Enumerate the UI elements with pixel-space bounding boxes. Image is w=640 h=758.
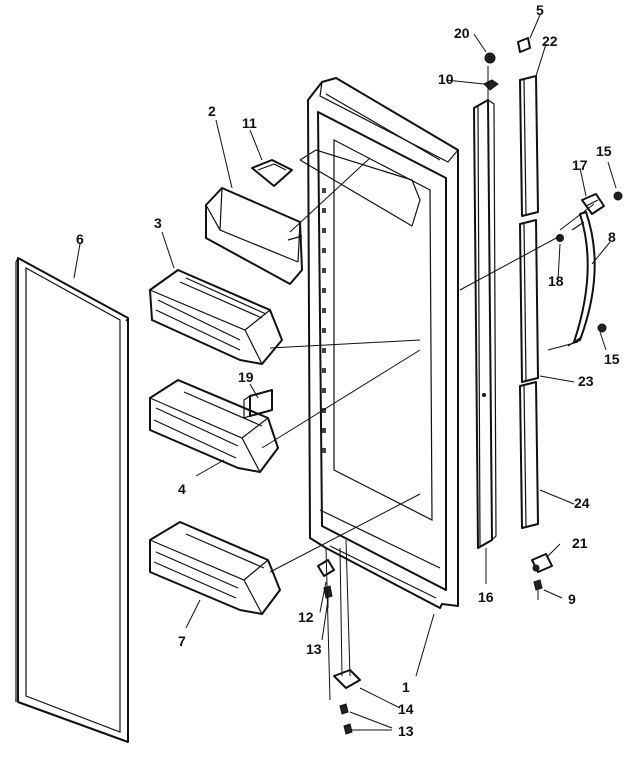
handle-trim-middle — [519, 219, 539, 383]
callout-10: 10 — [438, 71, 454, 87]
callout-13-lower: 13 — [398, 723, 414, 739]
handle-trim-bottom — [519, 381, 539, 529]
callout-17: 17 — [572, 157, 588, 173]
callout-7: 7 — [178, 633, 186, 649]
lower-hinge-screw-left — [339, 703, 349, 715]
handle-screw-18 — [556, 234, 564, 242]
shelf-rail-holes — [322, 188, 326, 453]
callout-2: 2 — [208, 103, 216, 119]
lower-hinge-screw-upper — [323, 585, 333, 608]
callout-1: 1 — [402, 679, 410, 695]
callout-9: 9 — [568, 591, 576, 607]
door-bin-middle — [149, 379, 279, 473]
callout-11: 11 — [242, 115, 257, 131]
top-hinge-bushing — [484, 52, 496, 64]
callout-16: 16 — [478, 589, 494, 605]
door-gasket — [15, 257, 129, 743]
callout-5: 5 — [536, 2, 544, 18]
bin-retainer — [243, 389, 273, 419]
door-bin-lower — [149, 521, 281, 615]
door-panel — [299, 77, 459, 609]
callout-22: 22 — [542, 33, 558, 49]
callout-21: 21 — [572, 535, 588, 551]
handle-bracket-top — [581, 193, 605, 215]
bottom-hinge-screw — [533, 579, 543, 600]
assembly-lines — [261, 66, 595, 701]
callout-15-top: 15 — [596, 143, 612, 159]
cover-latch — [251, 159, 293, 187]
callout-labels: 1 2 3 4 5 6 7 8 9 10 11 12 13 13 14 15 1… — [76, 2, 620, 739]
top-hinge-cap — [517, 37, 531, 53]
handle-trim-top — [519, 75, 539, 217]
top-hinge-bearing — [483, 79, 499, 91]
lower-hinge-bracket — [333, 669, 361, 689]
callout-18: 18 — [548, 273, 564, 289]
callout-13-upper: 13 — [306, 641, 322, 657]
bottom-hinge-bracket — [531, 553, 553, 573]
handle-screw-15-bottom — [597, 323, 607, 333]
callout-15-bottom: 15 — [604, 351, 620, 367]
callout-12: 12 — [298, 609, 314, 625]
handle-screw-15-top — [613, 191, 623, 201]
lower-hinge-screw-right — [343, 723, 353, 735]
callout-6: 6 — [76, 231, 84, 247]
door-bin-upper — [149, 269, 283, 365]
callout-24: 24 — [574, 495, 590, 511]
callout-20: 20 — [454, 25, 470, 41]
callout-19: 19 — [238, 369, 254, 385]
door-handle — [567, 211, 596, 347]
callout-14: 14 — [398, 701, 414, 717]
callout-leaders — [73, 14, 617, 731]
dairy-door-cover — [205, 187, 303, 285]
callout-4: 4 — [178, 481, 186, 497]
callout-8: 8 — [608, 229, 616, 245]
handle-trim-left — [473, 99, 497, 549]
callout-23: 23 — [578, 373, 594, 389]
callout-3: 3 — [154, 215, 162, 231]
lower-hinge-cam — [317, 559, 335, 577]
